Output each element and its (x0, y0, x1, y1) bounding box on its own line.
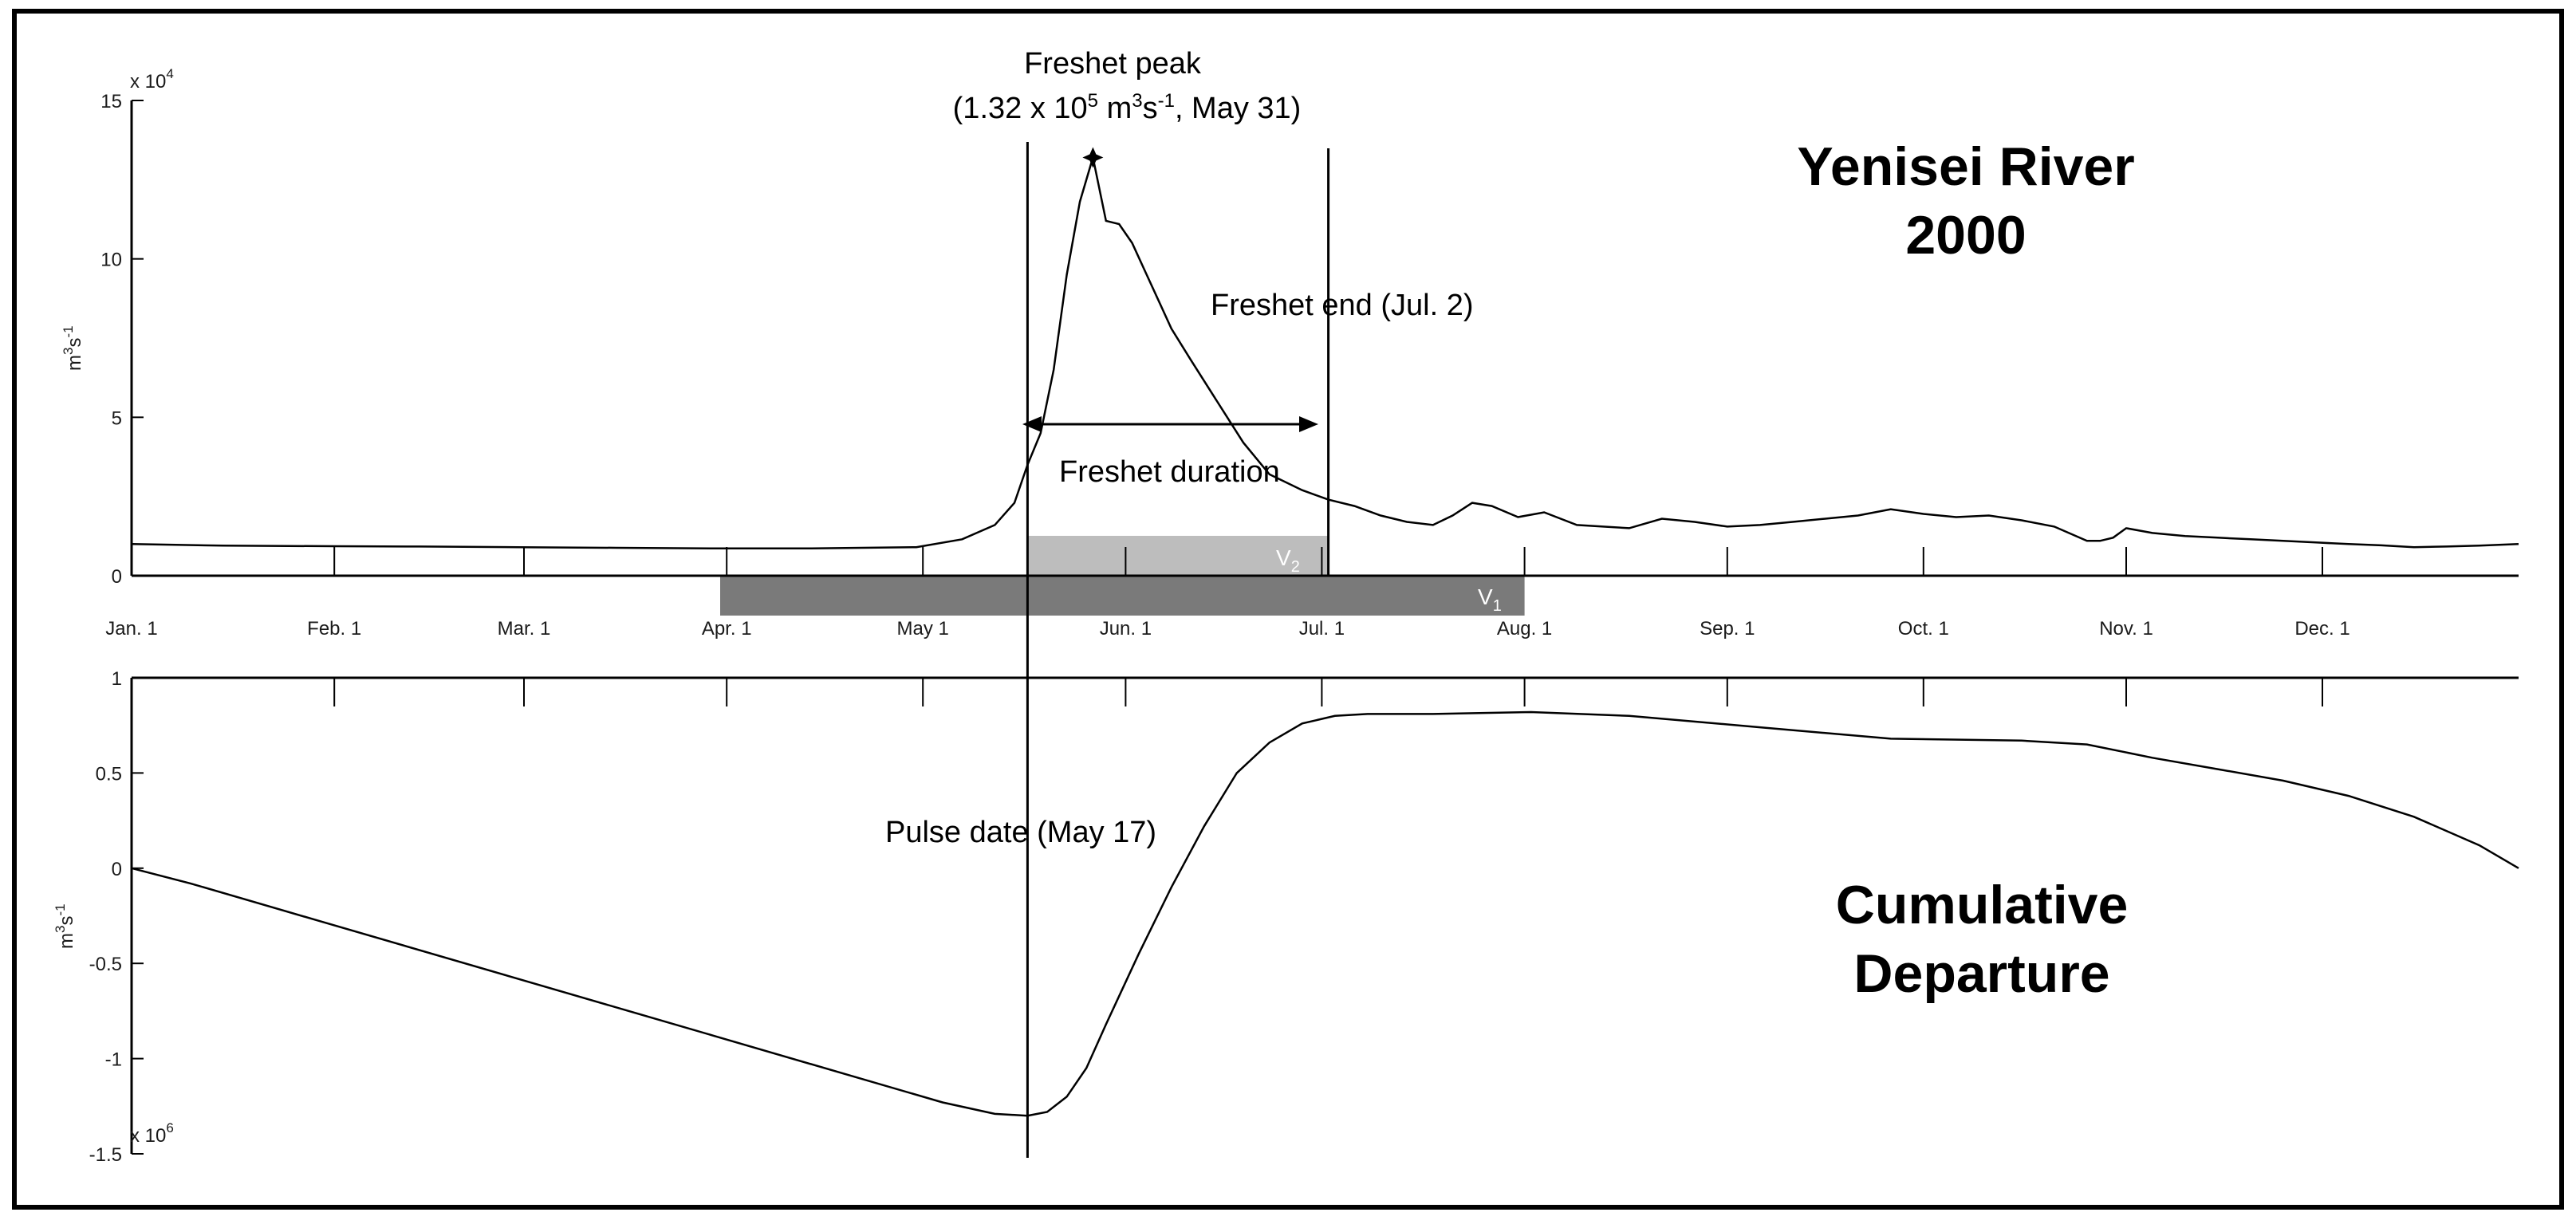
discharge-panel (131, 147, 2519, 550)
bar-v1 (720, 576, 1525, 616)
x-tick-label: Sep. 1 (1700, 618, 1755, 640)
bottom-title: Cumulative (1836, 875, 2129, 935)
bottom-y-tick-label: -1.5 (89, 1144, 122, 1166)
x-tick-label: Nov. 1 (2099, 618, 2153, 640)
freshet-end-label: Freshet end (Jul. 2) (1211, 289, 1473, 322)
bottom-y-tick-label: -0.5 (89, 954, 122, 975)
x-tick-label: Mar. 1 (498, 618, 551, 640)
discharge-line (131, 157, 2519, 550)
freshet-duration-arrow (1022, 416, 1318, 432)
top-y-axis-label: m3s-1 (61, 325, 85, 371)
x-tick-label: Jan. 1 (105, 618, 157, 640)
bottom-subtitle: Departure (1853, 943, 2109, 1004)
top-title: Yenisei River (1797, 136, 2134, 197)
cumulative-departure-panel (131, 710, 2519, 1117)
axes: 0 5 10 15 -1.5 -1 -0.5 0 0.5 1 Jan. 1 Feb. 1 Mar. 1 A… (89, 91, 2519, 1166)
freshet-peak-label: Freshet peak (1024, 47, 1202, 81)
top-y-tick-label: 5 (112, 407, 122, 429)
bottom-y-axis-label: m3s-1 (53, 903, 77, 949)
x-tick-label: May 1 (897, 618, 949, 640)
bottom-y-tick-label: 0.5 (96, 763, 122, 785)
figure-frame (12, 9, 2564, 1210)
bottom-y-tick-label: 0 (112, 859, 122, 880)
x-tick-label: Oct. 1 (1898, 618, 1949, 640)
x-tick-label: Aug. 1 (1497, 618, 1552, 640)
x-tick-label: Feb. 1 (307, 618, 361, 640)
top-y-tick-label: 10 (100, 250, 122, 271)
x-tick-label: Jul. 1 (1299, 618, 1345, 640)
top-y-tick-label: 15 (100, 91, 122, 112)
freshet-peak-value: (1.32 x 105 m3s-1, May 31) (953, 90, 1302, 125)
top-subtitle: 2000 (1905, 205, 2026, 266)
top-scale-label: x 104 (130, 66, 174, 92)
pulse-date-label: Pulse date (May 17) (885, 816, 1156, 849)
x-tick-label: Dec. 1 (2294, 618, 2350, 640)
x-tick-label: Jun. 1 (1100, 618, 1152, 640)
bottom-scale-label: x 106 (130, 1120, 174, 1147)
volume-bars (720, 536, 1525, 616)
bar-v2 (1027, 536, 1329, 576)
bottom-y-tick-label: 1 (112, 668, 122, 690)
cumulative-departure-line (131, 710, 2519, 1117)
bottom-y-tick-label: -1 (105, 1049, 122, 1071)
vertical-markers (1026, 142, 1330, 1158)
top-y-tick-label: 0 (112, 566, 122, 588)
freshet-duration-label: Freshet duration (1059, 455, 1280, 489)
peak-marker (1082, 147, 1104, 168)
x-tick-label: Apr. 1 (702, 618, 752, 640)
